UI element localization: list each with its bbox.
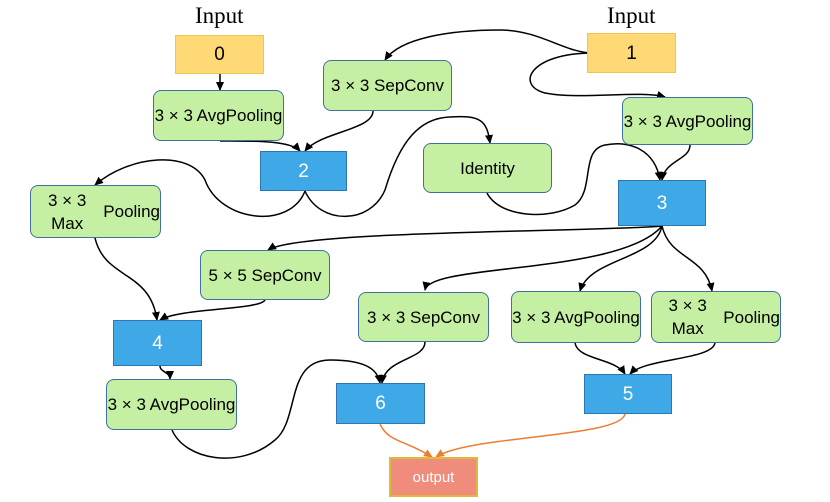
- edge-2-to-identity: [304, 115, 493, 218]
- edge-3-to-avg-pool-mid: [578, 225, 663, 292]
- cell-node-2: 2: [260, 151, 347, 191]
- edge-avg-pool-to-2: [219, 140, 301, 152]
- op-line-1: 3 × 3 Sep: [331, 76, 405, 95]
- input-title-left: Input: [195, 3, 244, 28]
- edge-avg-pool-mid-to-5: [574, 342, 626, 375]
- avg-pool-op-top-left: 3 × 3 Avg Pooling: [153, 90, 284, 141]
- edge-5x5-to-4: [159, 299, 266, 321]
- op-line-2: Conv: [440, 307, 480, 327]
- edge-6-to-output: [379, 423, 433, 458]
- cell-node-5: 5: [584, 374, 672, 414]
- edge-max-pool-to-4: [94, 237, 160, 321]
- edge-avg-pool-bottom-to-6: [171, 359, 383, 459]
- op-line-2: Conv: [404, 76, 444, 95]
- identity-op: Identity: [423, 143, 552, 193]
- edge-2-to-max-pool: [94, 159, 306, 217]
- op-line-2: Conv: [281, 265, 322, 285]
- op-line-1: 3 × 3 Avg: [512, 307, 584, 327]
- edge-identity-to-3: [486, 143, 663, 216]
- op-line-1: 3 × 3 Avg: [107, 395, 179, 414]
- sep-conv-op-top: 3 × 3 Sep Conv: [323, 60, 452, 111]
- op-line-2: Pooling: [178, 395, 236, 414]
- input-node-0: 0: [175, 35, 264, 74]
- edge-max-pool-right-to-5: [629, 342, 716, 375]
- edge-3-to-max-pool-right: [661, 225, 715, 292]
- input-title-right: Input: [607, 3, 656, 28]
- op-line-1: 3 × 3 Sep: [367, 307, 441, 327]
- output-node: output: [389, 457, 478, 497]
- sep-conv-op-mid: 3 × 3 Sep Conv: [358, 292, 489, 342]
- cell-node-3: 3: [618, 180, 706, 226]
- avg-pool-op-mid-right: 3 × 3 Avg Pooling: [511, 291, 641, 343]
- op-line-2: Pooling: [694, 111, 752, 131]
- op-line-2: Pooling: [583, 307, 640, 327]
- op-line-1: 5 × 5 Sep: [208, 265, 282, 285]
- edge-3-to-5x5: [267, 225, 663, 251]
- avg-pool-op-bottom-left: 3 × 3 Avg Pooling: [106, 379, 237, 430]
- op-line-2: Pooling: [723, 307, 780, 327]
- op-line-2: Pooling: [225, 106, 283, 125]
- cell-node-6: 6: [336, 383, 425, 424]
- op-line-2: Pooling: [103, 202, 160, 221]
- cell-node-4: 4: [113, 320, 202, 366]
- edge-1-to-avg-pool-right: [529, 52, 666, 99]
- edge-sep-conv-to-2: [304, 110, 374, 152]
- edge-4-to-avg-pool-bottom: [159, 365, 174, 380]
- edge-avg-pool-right-to-3: [659, 144, 691, 181]
- max-pool-op-left: 3 × 3 Max Pooling: [30, 185, 161, 238]
- op-line-1: 3 × 3 Avg: [154, 106, 226, 125]
- avg-pool-op-top-right: 3 × 3 Avg Pooling: [622, 97, 753, 145]
- input-node-1: 1: [587, 33, 676, 73]
- op-line-1: 3 × 3 Avg: [623, 111, 695, 131]
- edge-3-to-sep-conv-mid: [422, 225, 663, 291]
- edge-sep-conv-mid-to-6: [378, 341, 426, 384]
- sep-conv-5x5-op: 5 × 5 Sep Conv: [200, 250, 330, 300]
- max-pool-op-right: 3 × 3 Max Pooling: [651, 291, 781, 343]
- op-line-1: 3 × 3 Max: [47, 190, 87, 233]
- op-line-1: 3 × 3 Max: [668, 296, 707, 338]
- edge-1-to-sep-conv: [384, 29, 594, 61]
- edge-5-to-output: [435, 413, 626, 458]
